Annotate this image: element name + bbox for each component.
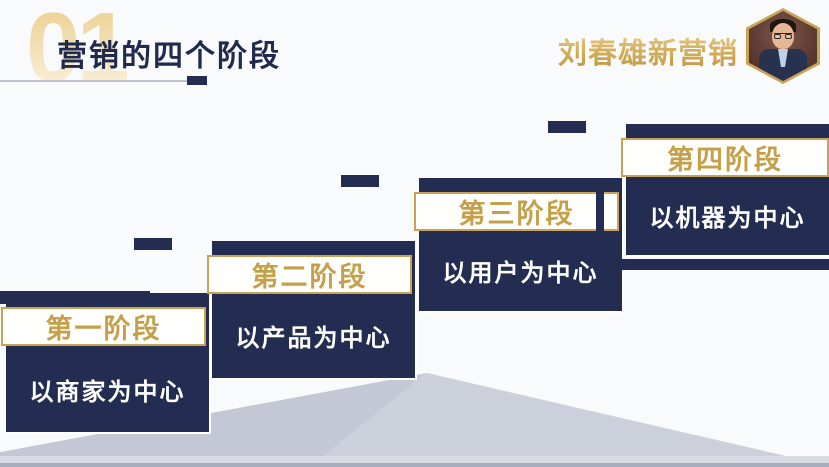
- mountain-decoration: [0, 373, 829, 467]
- avatar-face: [772, 23, 794, 49]
- step-1-focus-label: 以商家为中心: [29, 378, 186, 406]
- step-4-shadow-dash: [596, 190, 604, 250]
- title-accent-dash: [187, 76, 207, 85]
- step-1-body: 以商家为中心: [6, 346, 209, 432]
- step-1-stage-label: 第一阶段: [45, 314, 162, 344]
- page-title: 营销的四个阶段: [57, 40, 281, 73]
- avatar-shirt: [778, 49, 788, 67]
- avatar-suit: [759, 49, 807, 81]
- step-4-body: 以机器为中心: [626, 176, 829, 255]
- step-1-accent-bar: [0, 291, 150, 304]
- step-2-body: 以产品为中心: [212, 293, 415, 378]
- step-2-focus-label: 以产品为中心: [235, 325, 392, 352]
- step-3-focus-label: 以用户为中心: [442, 260, 599, 287]
- step-2-stage-label: 第二阶段: [251, 262, 368, 292]
- title-underline: [0, 80, 190, 82]
- step-2-header: 第二阶段: [207, 255, 412, 294]
- step-4-stage-label: 第四阶段: [667, 145, 783, 175]
- step-1-header: 第一阶段: [1, 307, 206, 346]
- step-3-header: 第三阶段: [414, 192, 619, 231]
- step-4-header: 第四阶段: [621, 138, 829, 177]
- step-3-accent-bar: [341, 175, 379, 187]
- brand-name: 刘春雄新营销: [558, 30, 738, 72]
- avatar-hexagon-frame: [746, 8, 820, 84]
- step-4-accent-bar: [548, 121, 586, 133]
- step-3-stage-label: 第三阶段: [458, 199, 575, 229]
- step-4-shadow-bar: [600, 259, 829, 270]
- avatar-glasses: [774, 33, 792, 39]
- step-2-accent-bar: [134, 238, 172, 250]
- avatar: [749, 11, 817, 81]
- step-3-body: 以用户为中心: [419, 230, 622, 311]
- step-4-focus-label: 以机器为中心: [649, 205, 806, 232]
